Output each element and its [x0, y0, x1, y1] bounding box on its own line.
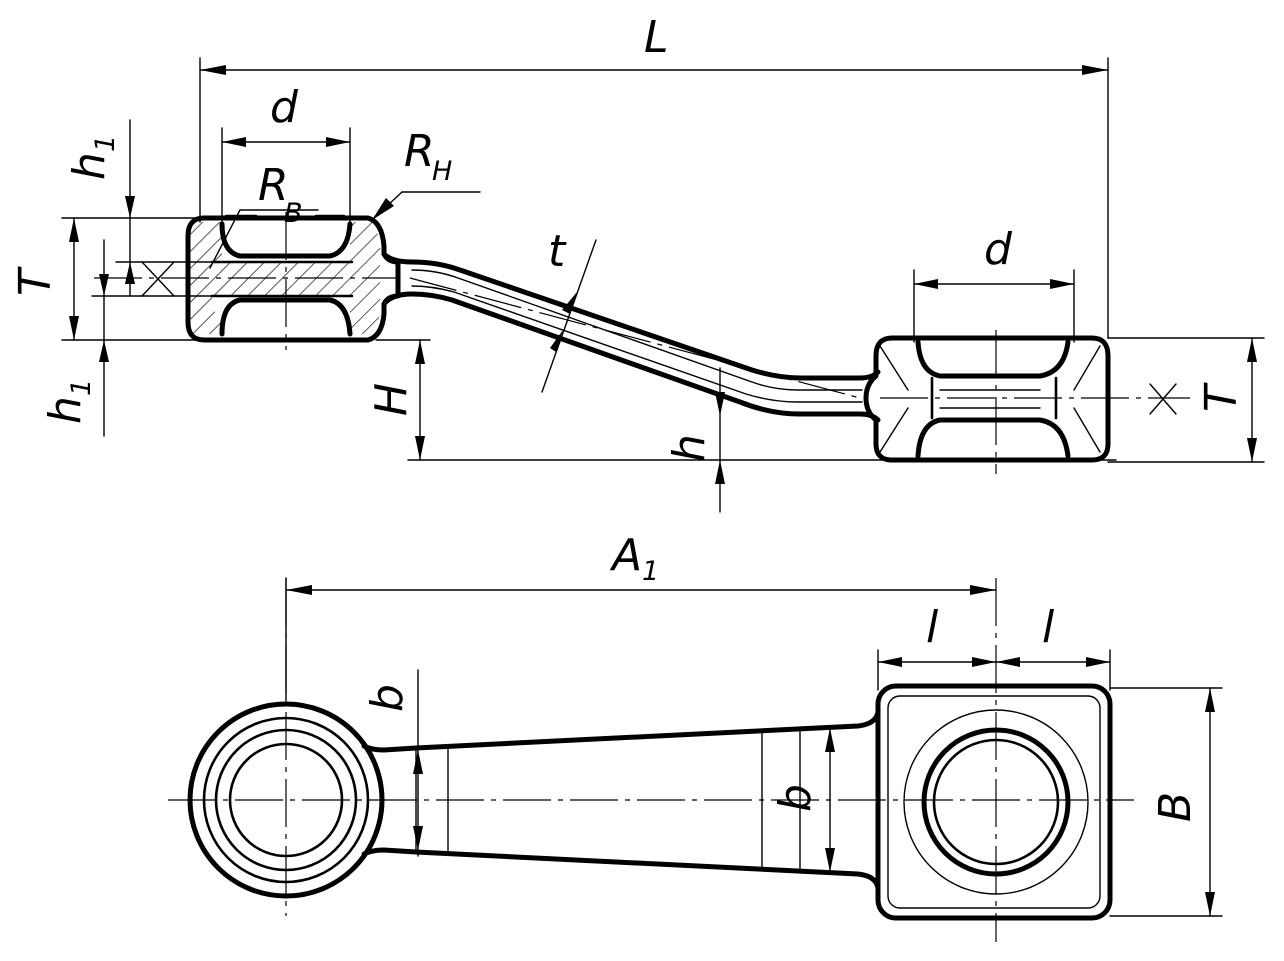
square-head — [875, 683, 1113, 921]
label-h1-top-sub: 1 — [90, 135, 121, 152]
dim-h: h — [664, 367, 725, 513]
label-b-top: b — [362, 684, 413, 712]
right-bore-upper — [915, 339, 1071, 379]
label-b-mid: b — [770, 784, 821, 812]
shank-inner-line — [411, 269, 863, 391]
dim-L: L — [199, 12, 1109, 339]
head-inner — [887, 695, 1101, 909]
dim-B: B — [1109, 687, 1223, 917]
dim-b-top: b — [362, 669, 423, 857]
shank-inner-line-2 — [411, 285, 863, 403]
label-d-right: d — [984, 224, 1013, 275]
label-T-right: T — [1196, 382, 1247, 412]
left-bore-upper — [219, 221, 353, 259]
x-mark-right — [1149, 383, 1177, 415]
label-RH-main: R — [404, 126, 435, 177]
label-h1-bottom-sub: 1 — [66, 379, 97, 396]
left-bore-lower — [219, 297, 353, 337]
label-T-left: T — [10, 266, 61, 296]
label-h: h — [664, 434, 715, 462]
label-A1-main: A — [609, 530, 642, 581]
label-RB-sub: B — [284, 198, 303, 229]
dim-t: t — [541, 226, 597, 393]
leader-RH: R H — [371, 126, 481, 221]
dim-h1-bottom: h 1 — [40, 239, 213, 437]
label-t: t — [548, 226, 567, 277]
arm-top-edge — [361, 709, 881, 753]
label-RH-sub: H — [432, 156, 452, 187]
dim-d-right: d — [913, 224, 1075, 343]
right-head — [863, 335, 1111, 463]
dim-H: H — [366, 339, 1117, 461]
dim-l-pair: l l — [877, 602, 1111, 691]
dim-A1: A 1 — [285, 530, 997, 701]
label-l-left: l — [926, 602, 939, 653]
arm-bottom-edge — [361, 847, 881, 891]
label-B: B — [1150, 792, 1201, 822]
dim-h1-top: h 1 — [64, 119, 213, 297]
head-outer — [875, 683, 1113, 921]
label-d-left: d — [270, 82, 299, 133]
dim-T-right: T — [1107, 337, 1265, 463]
leader-RB: R B — [209, 160, 319, 269]
label-H: H — [366, 383, 417, 416]
dim-d-left: d — [221, 82, 351, 223]
x-mark-left — [141, 261, 175, 297]
label-h1-top-main: h — [64, 152, 115, 180]
label-h1-bottom-main: h — [40, 396, 91, 424]
plan-view: A 1 l l b b — [168, 530, 1223, 942]
right-bore-lower — [915, 417, 1071, 459]
shank-bottom-edge — [381, 291, 881, 423]
right-head-outline — [863, 335, 1111, 463]
label-A1-sub: 1 — [642, 556, 659, 587]
center-web-hatch — [212, 262, 350, 296]
label-L: L — [644, 12, 669, 63]
label-l-right: l — [1042, 602, 1055, 653]
shank-top-edge — [381, 251, 881, 381]
dim-b-mid: b — [770, 727, 835, 873]
shank-axis — [409, 277, 861, 399]
side-view: L d R H R B — [10, 12, 1265, 513]
label-RB-main: R — [258, 160, 289, 211]
shank-side — [381, 251, 881, 423]
dim-T-left: T — [10, 217, 201, 341]
